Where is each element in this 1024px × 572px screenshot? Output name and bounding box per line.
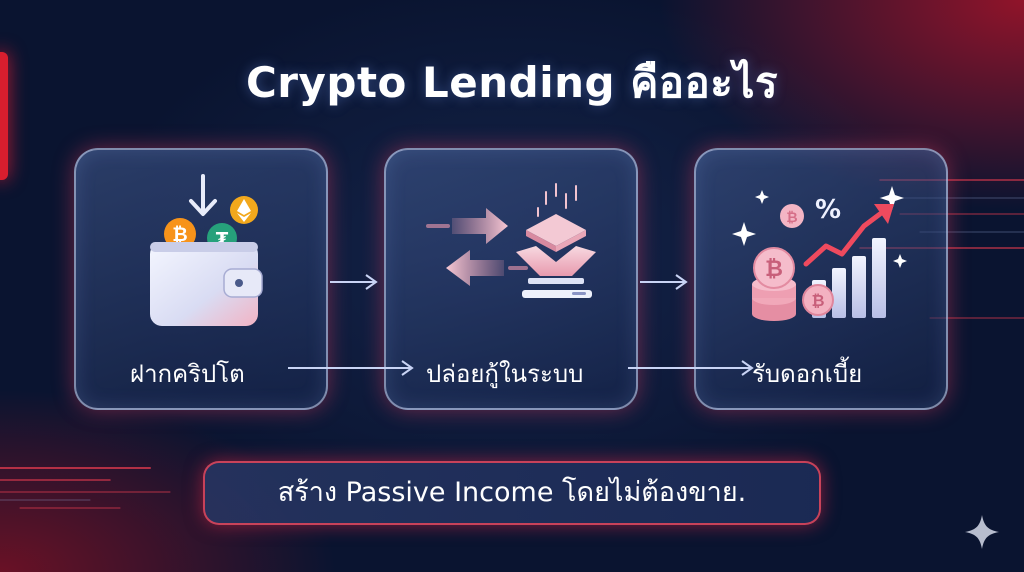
label-connector-arrow-1 <box>288 360 414 376</box>
step-label-interest: รับดอกเบี้ย <box>752 360 863 388</box>
bitcoin-coin-icon: ₿ <box>802 284 834 316</box>
step-card-interest: % ₿ ₿ ₿ รับดอกเบี้ย <box>694 148 948 410</box>
svg-text:₿: ₿ <box>172 224 187 246</box>
page-title: Crypto Lending คืออะไร <box>245 58 778 107</box>
lending-platform-icon <box>426 183 596 298</box>
svg-text:₿: ₿ <box>765 257 783 282</box>
left-arrow-icon <box>446 250 528 286</box>
sparkle-icon <box>732 186 907 268</box>
step-card-lending: ปล่อยกู้ในระบบ <box>384 148 638 410</box>
connector-arrow-1 <box>330 274 378 290</box>
ethereum-coin-icon <box>230 196 258 224</box>
label-connector-arrow-2 <box>628 360 754 376</box>
percent-icon: % <box>815 195 841 225</box>
down-arrow-icon <box>189 174 217 216</box>
connector-arrow-2 <box>640 274 688 290</box>
svg-text:₿: ₿ <box>786 210 797 226</box>
right-arrow-icon <box>426 208 508 244</box>
step-label-deposit: ฝากคริปโต <box>130 360 245 388</box>
wallet-icon: ₿ ₮ <box>150 174 263 326</box>
step-label-lending: ปล่อยกู้ในระบบ <box>426 360 584 388</box>
svg-text:₿: ₿ <box>811 291 824 310</box>
bitcoin-coin-icon <box>780 204 804 228</box>
step-card-deposit: ₿ ₮ ฝากคริปโต <box>74 148 328 410</box>
bitcoin-coin-stack-icon: ₿ <box>752 247 796 321</box>
left-accent-tab <box>0 52 8 180</box>
passive-income-banner: สร้าง Passive Income โดยไม่ต้องขาย. <box>203 461 821 525</box>
interest-growth-icon: % ₿ ₿ ₿ <box>732 186 907 321</box>
sparkle-icon <box>965 515 999 549</box>
